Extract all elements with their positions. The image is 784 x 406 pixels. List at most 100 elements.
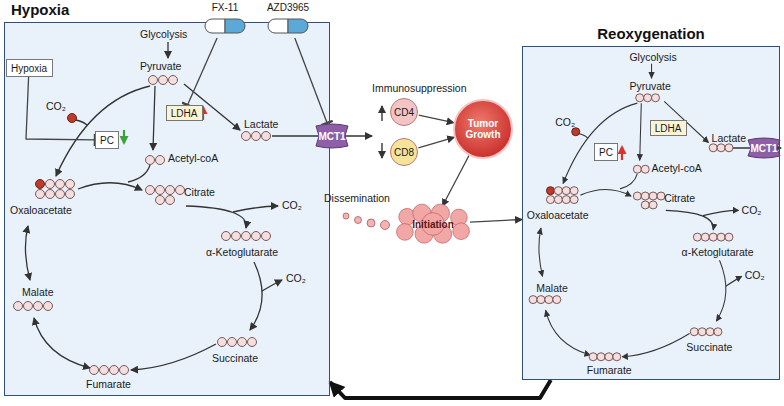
arrow-connector xyxy=(330,380,551,398)
co2-join xyxy=(76,120,87,125)
metabolite-label: CO₂ xyxy=(745,269,765,282)
metabolite-label: Glycolysis xyxy=(140,28,187,41)
carbon-bead xyxy=(589,353,597,361)
carbon-bead xyxy=(717,233,725,241)
pill-half xyxy=(268,19,288,33)
co2-release-arrow xyxy=(233,206,278,212)
node-label: CD8 xyxy=(394,147,414,158)
carbon-bead xyxy=(644,94,652,102)
citrate-synthesis-arrow xyxy=(78,183,142,190)
carbon-bead xyxy=(110,366,119,375)
carbon-bead xyxy=(714,328,722,336)
carbon-bead xyxy=(146,156,155,165)
carbon-bead xyxy=(570,187,578,195)
increase-arrow xyxy=(621,147,623,160)
metabolite-label: Malate xyxy=(22,286,54,299)
metabolite-label: α-Ketoglutarate xyxy=(682,246,754,259)
enzyme-box: LDHA xyxy=(650,120,687,136)
carbon-bead xyxy=(633,165,641,173)
metabolite-label: Citrate xyxy=(664,192,695,205)
carbon-bead xyxy=(66,190,75,199)
carbon-bead xyxy=(90,366,99,375)
co2-dot xyxy=(68,114,77,123)
metabolite-label: Pyruvate xyxy=(140,60,181,73)
carbon-bead xyxy=(652,94,660,102)
metabolite-label: CO₂ xyxy=(282,199,302,212)
carbon-bead xyxy=(262,132,271,141)
glycolysis-arrow xyxy=(167,42,168,58)
carbon-bead xyxy=(709,233,717,241)
carbon-bead xyxy=(24,302,33,311)
carbon-bead xyxy=(641,201,649,209)
metabolite-label: Acetyl-coA xyxy=(168,152,218,165)
metabolite-label: α-Ketoglutarate xyxy=(206,246,278,259)
transporter: MCT1 xyxy=(314,123,350,149)
cell xyxy=(355,217,362,224)
process-label: Dissemination xyxy=(324,192,390,205)
node-label: LDHA xyxy=(171,108,198,119)
node-label: PC xyxy=(100,135,114,146)
carbon-bead xyxy=(717,144,725,152)
metabolite-label: Glycolysis xyxy=(629,51,676,64)
node-label: Initiation xyxy=(412,219,454,230)
metabolite-label: Lactate xyxy=(244,118,278,131)
carbon-bead xyxy=(100,366,109,375)
carbon-bead xyxy=(649,201,657,209)
metabolite-label: Oxaloacetate xyxy=(527,209,589,222)
carbon-bead xyxy=(725,144,733,152)
succinate-arrow xyxy=(131,344,216,370)
tumor-cell: Tumor Growth xyxy=(454,100,512,158)
carbon-bead xyxy=(709,144,717,152)
malate-oxaloacetate-arrow xyxy=(25,226,30,280)
pill-half xyxy=(225,19,245,33)
down-arrow xyxy=(381,143,382,158)
metabolite-label: Pyruvate xyxy=(629,80,670,93)
pill-half xyxy=(288,19,308,33)
carbon-bead xyxy=(554,196,562,204)
carbon-beads xyxy=(14,76,733,375)
enzyme-box: LDHA xyxy=(166,105,203,121)
fumarate-malate-arrow xyxy=(34,318,90,368)
node-label: FX-11 xyxy=(212,2,239,13)
drug-pill: AZD3965 xyxy=(258,2,318,38)
metastasis-cluster: Initiation xyxy=(396,206,470,242)
carbon-bead xyxy=(546,196,554,204)
carbon-bead xyxy=(649,192,657,200)
carbon-bead xyxy=(166,196,175,205)
carbon-bead xyxy=(690,328,698,336)
tumor-circle xyxy=(454,100,512,158)
carbon-bead xyxy=(228,338,237,347)
carbon-bead xyxy=(252,232,261,241)
metabolite-label: Lactate xyxy=(712,132,746,145)
t-cell: CD4 xyxy=(390,98,418,126)
acetyl-arrow xyxy=(153,86,155,150)
cell xyxy=(381,221,390,230)
metabolite-label: Malate xyxy=(536,282,568,295)
carbon-bead xyxy=(156,156,165,165)
co2-release-arrow xyxy=(262,280,282,291)
node-label: MCT1 xyxy=(750,143,777,154)
carbon-bead xyxy=(252,132,261,141)
carbon-bead xyxy=(156,186,165,195)
carbon-bead xyxy=(633,192,641,200)
arrow-connector xyxy=(419,115,454,123)
carbon-bead xyxy=(537,296,545,304)
carbon-bead xyxy=(159,76,168,85)
carbon-bead xyxy=(44,302,53,311)
metabolite-label: CO₂ xyxy=(742,204,762,217)
carbon-bead xyxy=(56,180,65,189)
carbon-bead xyxy=(657,192,665,200)
carbon-bead xyxy=(222,232,231,241)
carbon-bead xyxy=(146,186,155,195)
carbon-bead xyxy=(46,180,55,189)
cluster-cell xyxy=(453,223,470,240)
enzyme-box: PC xyxy=(95,131,119,149)
carbon-bead xyxy=(597,353,605,361)
inhibition-connector xyxy=(295,38,327,123)
enzyme-box: PC xyxy=(594,143,618,161)
panel-ground xyxy=(4,22,330,396)
carbon-bead xyxy=(529,296,537,304)
co2-dot xyxy=(36,180,45,189)
panel-title: Reoxygenation xyxy=(523,25,779,42)
